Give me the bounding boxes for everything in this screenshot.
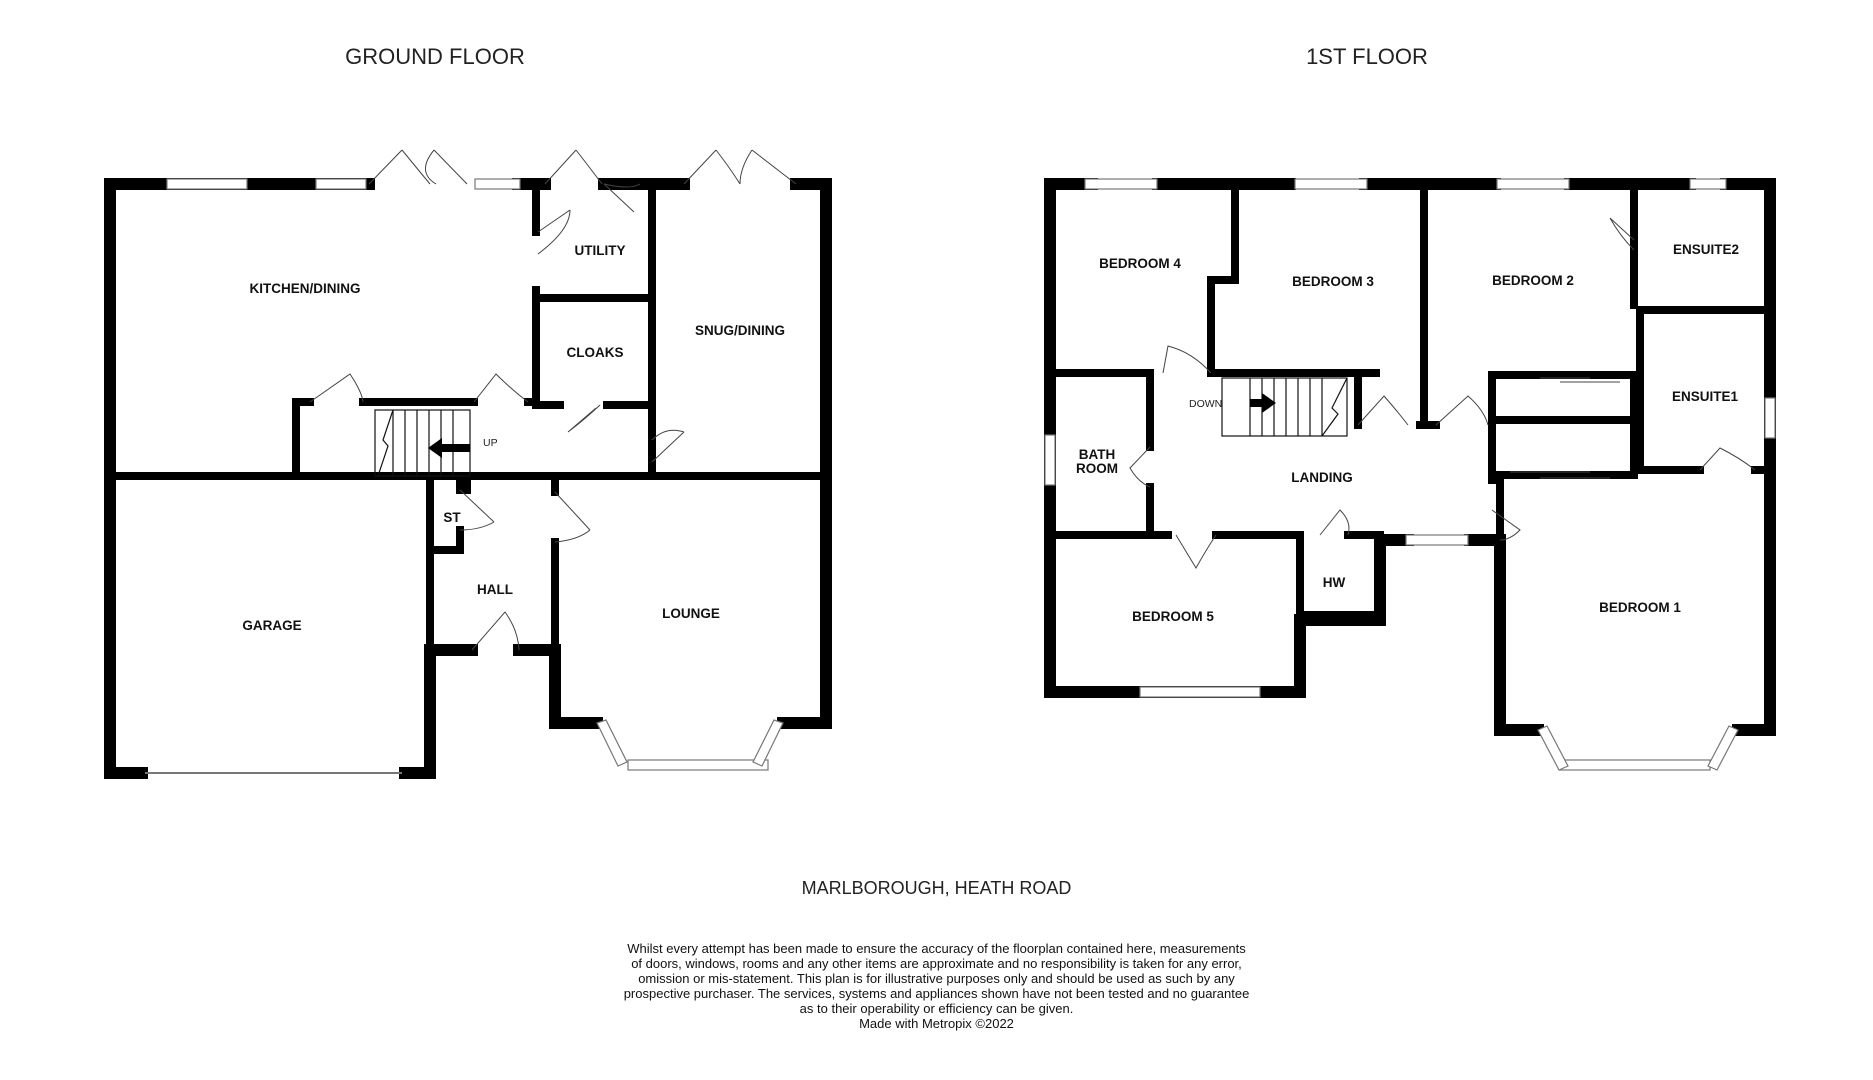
property-name: MARLBOROUGH, HEATH ROAD <box>801 878 1072 898</box>
room-bedroom-4: BEDROOM 4 <box>1099 256 1181 271</box>
room-snug-dining: SNUG/DINING <box>695 323 785 338</box>
room-landing: LANDING <box>1291 470 1353 485</box>
ground-floor-room-labels: KITCHEN/DINING UTILITY CLOAKS SNUG/DININ… <box>242 243 785 633</box>
disclaimer-line: omission or mis-statement. This plan is … <box>638 971 1235 986</box>
ground-floor-interior-walls <box>106 184 830 654</box>
ground-floor-stairs: UP <box>374 409 498 477</box>
room-bedroom-1: BEDROOM 1 <box>1599 600 1681 615</box>
first-floor-doors <box>1129 217 1756 569</box>
disclaimer-line: Whilst every attempt has been made to en… <box>627 941 1246 956</box>
room-ensuite1: ENSUITE1 <box>1672 389 1739 404</box>
ground-floor-doors <box>309 149 797 651</box>
room-garage: GARAGE <box>242 618 301 633</box>
room-bedroom-3: BEDROOM 3 <box>1292 274 1374 289</box>
room-hall: HALL <box>477 582 513 597</box>
room-lounge: LOUNGE <box>662 606 720 621</box>
ground-floor-title: GROUND FLOOR <box>345 44 525 69</box>
first-floor-stairs: DOWN <box>1189 377 1348 437</box>
ground-floor: GROUND FLOOR <box>104 44 832 779</box>
room-bedroom-2: BEDROOM 2 <box>1492 273 1574 288</box>
copyright: Made with Metropix ©2022 <box>859 1016 1014 1031</box>
room-cloaks: CLOAKS <box>567 345 624 360</box>
first-floor-interior-walls <box>1051 184 1770 624</box>
room-bedroom-5: BEDROOM 5 <box>1132 609 1214 624</box>
disclaimer: Whilst every attempt has been made to en… <box>580 941 1293 1031</box>
stair-arrow-icon <box>428 438 470 458</box>
ground-stair-label: UP <box>483 437 498 449</box>
first-floor-windows <box>1044 178 1776 771</box>
stair-arrow-icon <box>1250 393 1276 413</box>
room-bathroom-line2: ROOM <box>1076 461 1118 476</box>
first-floor-room-labels: BEDROOM 4 BEDROOM 3 BEDROOM 2 ENSUITE2 E… <box>1076 242 1739 624</box>
room-hw: HW <box>1323 575 1346 590</box>
first-stair-label: DOWN <box>1189 398 1222 410</box>
room-utility: UTILITY <box>575 243 626 258</box>
first-floor: 1ST FLOOR <box>1044 44 1776 771</box>
room-bathroom-line1: BATH <box>1079 447 1116 462</box>
disclaimer-line: of doors, windows, rooms and any other i… <box>631 956 1242 971</box>
room-kitchen-dining: KITCHEN/DINING <box>250 281 361 296</box>
ground-floor-windows <box>145 178 784 774</box>
room-st: ST <box>443 510 461 525</box>
disclaimer-line: as to their operability or efficiency ca… <box>799 1001 1074 1016</box>
first-floor-title: 1ST FLOOR <box>1306 44 1428 69</box>
disclaimer-line: prospective purchaser. The services, sys… <box>623 986 1250 1001</box>
room-ensuite2: ENSUITE2 <box>1673 242 1739 257</box>
